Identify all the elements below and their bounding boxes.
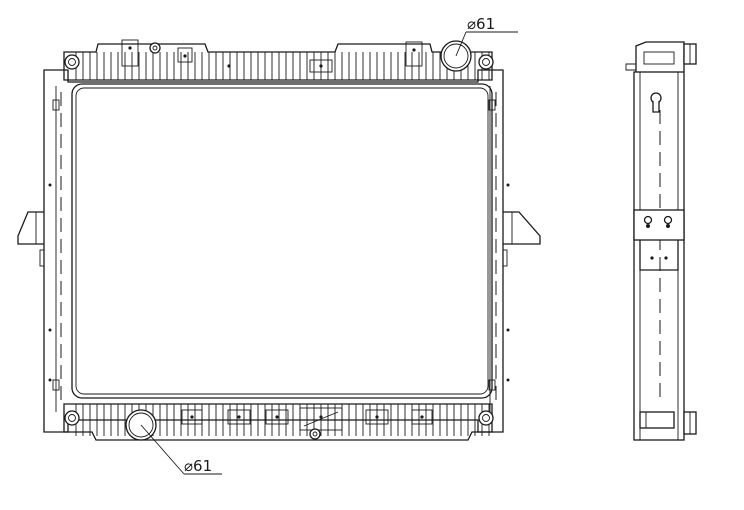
side-top-inlet — [625, 41, 697, 72]
side-view — [625, 41, 697, 441]
dimension-label-bottom: ⌀61 — [184, 457, 212, 475]
radiator-core — [71, 83, 493, 399]
top-mount-brackets — [121, 39, 423, 73]
side-bottom-outlet — [639, 411, 697, 435]
dimension-callout-top: ⌀61 — [455, 15, 518, 57]
right-side-rail — [488, 86, 510, 412]
bottom-drain-plug — [309, 428, 321, 440]
corner-holes — [64, 54, 494, 426]
left-side-bracket — [17, 211, 45, 267]
dimension-callout-bottom: ⌀61 — [140, 424, 222, 475]
side-frame-outer — [43, 69, 504, 433]
bottom-mount-brackets — [181, 407, 433, 431]
dimension-label-top: ⌀61 — [467, 15, 495, 33]
top-tank-outline — [63, 43, 493, 81]
side-keyhole-slot — [650, 92, 662, 113]
radiator-core-inner — [75, 87, 489, 395]
top-drain-nut — [149, 42, 161, 54]
front-view: ⌀61 ⌀61 — [17, 15, 541, 475]
side-middle-bracket — [633, 209, 685, 271]
right-side-bracket — [502, 211, 541, 267]
side-view-body — [633, 71, 685, 441]
left-side-rail — [48, 86, 62, 412]
